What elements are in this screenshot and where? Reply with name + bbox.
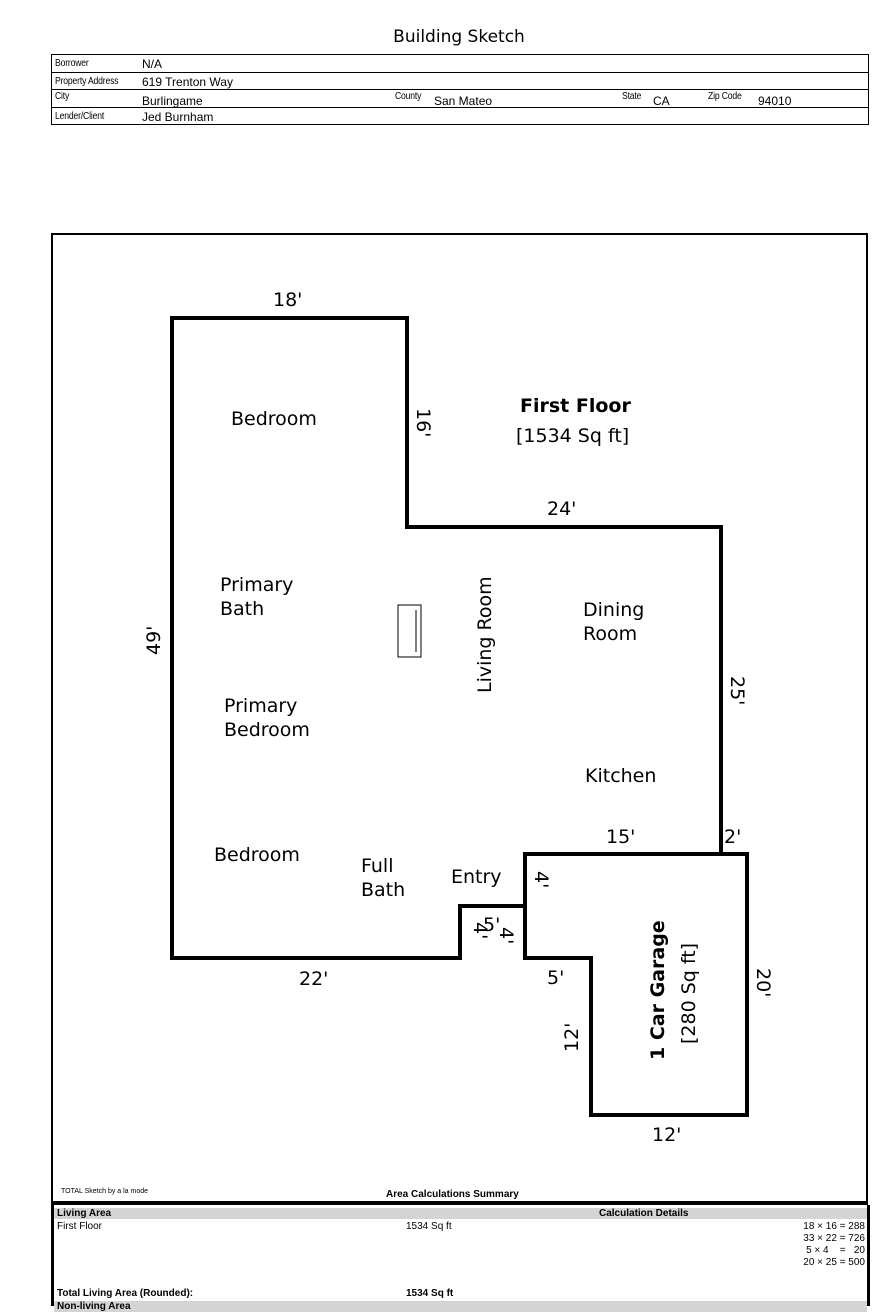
garage-area: [280 Sq ft]: [678, 943, 700, 1044]
state-value: CA: [653, 94, 670, 108]
borrower-value: N/A: [142, 57, 163, 71]
state-label: State: [622, 90, 642, 102]
city-value: Burlingame: [142, 94, 203, 108]
floor-row-name: First Floor: [57, 1221, 102, 1232]
sketch-frame: [51, 233, 868, 1205]
dimension-label: 2': [724, 826, 741, 848]
garage-outline: [523, 852, 749, 1117]
calc-line: 20 × 25 = 500: [803, 1257, 865, 1268]
dimension-label: 15': [606, 826, 635, 848]
room-label: Living Room: [474, 576, 496, 693]
dimension-label: 16': [412, 408, 434, 437]
dimension-label: 24': [547, 498, 576, 520]
dimension-label: 20': [752, 968, 774, 997]
dimension-label: 25': [726, 676, 748, 705]
county-label: County: [395, 90, 422, 102]
lender-row: Lender/Client Jed Burnham: [52, 108, 868, 125]
room-label: Bath: [361, 879, 405, 901]
calc-line: 18 × 16 = 288: [803, 1221, 865, 1232]
address-label: Property Address: [55, 74, 119, 87]
room-label: Bedroom: [214, 844, 300, 866]
address-value: 619 Trenton Way: [142, 74, 233, 89]
dimension-label: 12': [652, 1124, 681, 1146]
room-label: Bath: [220, 598, 264, 620]
dimension-label: 22': [299, 968, 328, 990]
dimension-label: 5': [483, 914, 500, 936]
nonliving-header-row: Non-living Area: [54, 1301, 867, 1312]
summary-title: Area Calculations Summary: [386, 1189, 519, 1200]
summary-header-row: Living Area Calculation Details: [54, 1208, 867, 1219]
room-label: Primary: [224, 695, 297, 717]
city-label: City: [55, 90, 70, 102]
lender-label: Lender/Client: [55, 109, 105, 122]
zip-label: Zip Code: [708, 90, 742, 102]
garage-name: 1 Car Garage: [647, 920, 669, 1060]
city-row: City Burlingame County San Mateo State C…: [52, 90, 868, 108]
borrower-row: Borrower N/A: [52, 55, 868, 73]
floor-name: First Floor: [520, 395, 631, 417]
total-living-area-value: 1534 Sq ft: [406, 1288, 454, 1299]
room-label: Primary: [220, 574, 293, 596]
borrower-label: Borrower: [55, 57, 89, 69]
room-label: Full: [361, 855, 394, 877]
living-area-header: Living Area: [57, 1208, 112, 1219]
address-row: Property Address 619 Trenton Way: [52, 73, 868, 90]
dimension-label: 5': [547, 967, 564, 989]
nonliving-area-header: Non-living Area: [57, 1301, 131, 1312]
room-label: Bedroom: [224, 719, 310, 741]
calc-line: 33 × 22 = 726: [803, 1233, 865, 1244]
room-label: Bedroom: [231, 408, 317, 430]
floor-row-area: 1534 Sq ft: [406, 1221, 452, 1232]
property-info-table: Borrower N/A Property Address 619 Trento…: [51, 54, 869, 125]
area-calculations-summary: Living Area Calculation Details First Fl…: [51, 1205, 870, 1312]
total-living-area-label: Total Living Area (Rounded):: [57, 1288, 194, 1299]
fireplace-icon: [397, 604, 422, 658]
room-label: Room: [583, 623, 637, 645]
zip-value: 94010: [758, 94, 792, 108]
page-title: Building Sketch: [393, 27, 525, 47]
calculation-details-header: Calculation Details: [599, 1208, 689, 1219]
dimension-label: 49': [143, 626, 165, 655]
dimension-label: 4': [530, 871, 552, 888]
dimension-label: 4': [469, 922, 491, 939]
dimension-label: 12': [561, 1023, 583, 1052]
room-label: Kitchen: [585, 765, 656, 787]
floor-area: [1534 Sq ft]: [516, 425, 629, 447]
lender-value: Jed Burnham: [142, 109, 214, 124]
room-label: Dining: [583, 599, 644, 621]
county-value: San Mateo: [434, 94, 493, 108]
room-label: Entry: [451, 866, 502, 888]
calc-line: 5 × 4 = 20: [806, 1245, 865, 1256]
sketch-credit: TOTAL Sketch by a la mode: [61, 1188, 149, 1195]
dimension-label: 18': [273, 289, 302, 311]
dimension-label: 4': [495, 927, 517, 944]
